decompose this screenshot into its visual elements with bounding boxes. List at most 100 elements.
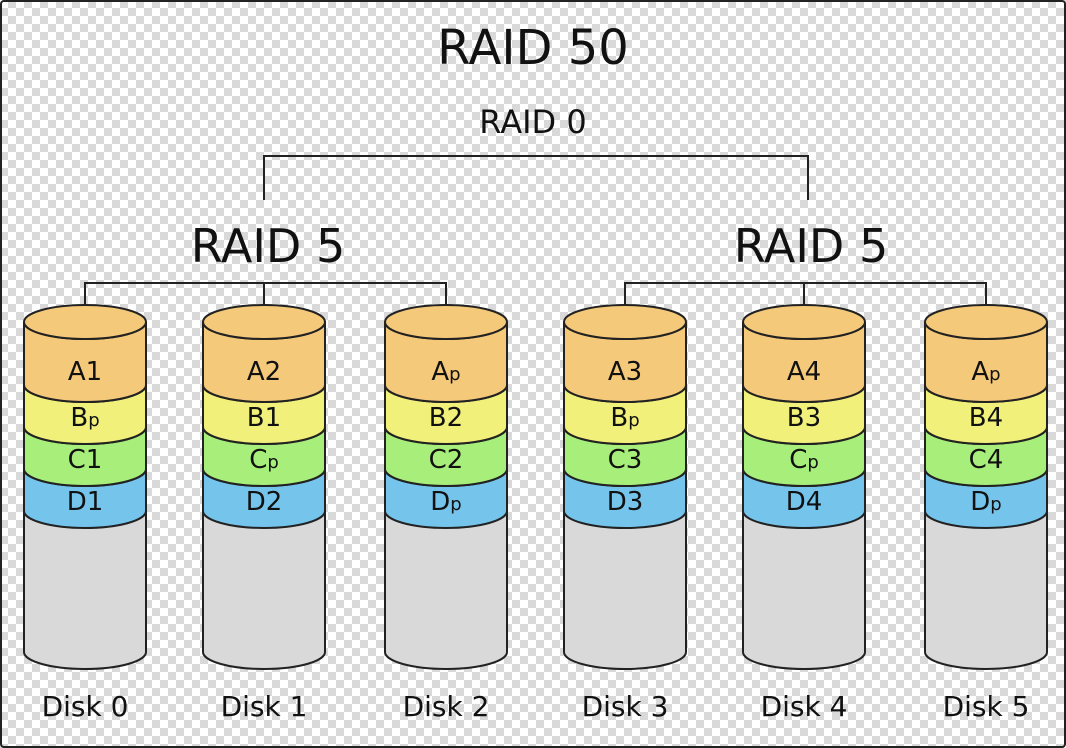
disk-empty-space [924, 511, 1048, 670]
raid0-connector-lines [84, 155, 987, 322]
parity-subscript: p [450, 494, 461, 515]
raid5-group-labels: RAID 5 RAID 5 [191, 219, 888, 273]
disk-label: Disk 1 [221, 690, 308, 723]
disk-top-cap [563, 304, 687, 340]
disk-empty-space [23, 511, 147, 670]
parity-subscript: p [449, 364, 460, 385]
stripe-letter: B [969, 403, 987, 433]
raid5-group-label: RAID 5 [734, 219, 888, 273]
stripe-block-label: C3 [608, 445, 643, 475]
stripe-index: 1 [86, 357, 103, 387]
stripe-letter: D [430, 487, 450, 517]
parity-subscript: p [990, 494, 1001, 515]
disk-top-cap [384, 304, 508, 340]
disk-label: Disk 0 [42, 690, 129, 723]
stripe-letter: B [247, 403, 265, 433]
stripe-letter: C [429, 445, 447, 475]
stripe-block-label: Ap [431, 357, 460, 387]
stripe-block-label: A2 [247, 357, 281, 387]
stripe-index: 2 [266, 487, 283, 517]
parity-subscript: p [267, 452, 278, 473]
parity-subscript: p [989, 364, 1000, 385]
stripe-block-label: D2 [246, 487, 283, 517]
stripe-letter: D [246, 487, 266, 517]
disk-top-cap [742, 304, 866, 340]
disk-label: Disk 3 [582, 690, 669, 723]
stripe-block-label: A1 [68, 357, 102, 387]
stripe-index: 3 [627, 487, 644, 517]
stripe-letter: C [969, 445, 987, 475]
disk-empty-space [563, 511, 687, 670]
stripe-letter: A [971, 357, 989, 387]
disk-top-cap [202, 304, 326, 340]
stripe-block-label: A3 [608, 357, 642, 387]
parity-subscript: p [628, 410, 639, 431]
stripe-letter: B [429, 403, 447, 433]
stripe-letter: D [970, 487, 990, 517]
stripe-letter: A [787, 357, 805, 387]
stripe-block-label: C2 [429, 445, 464, 475]
stripe-index: 1 [86, 445, 103, 475]
stripe-letter: B [70, 403, 88, 433]
stripe-index: 3 [626, 357, 643, 387]
stripe-letter: D [786, 487, 806, 517]
stripe-index: 2 [265, 357, 282, 387]
disk-label: Disk 4 [761, 690, 848, 723]
stripe-index: 3 [626, 445, 643, 475]
stripe-block-label: C1 [68, 445, 103, 475]
stripe-block-label: Bp [610, 403, 639, 433]
stripe-letter: A [68, 357, 86, 387]
raid0-bracket-line [263, 155, 809, 200]
stripe-block-label: D3 [607, 487, 644, 517]
stripe-block-label: D1 [67, 487, 104, 517]
stripe-letter: C [789, 445, 807, 475]
stripe-block-label: Bp [70, 403, 99, 433]
disk-label: Disk 5 [943, 690, 1030, 723]
stripe-index: 4 [805, 357, 822, 387]
raid5-right-bracket-line [624, 282, 987, 322]
disk-label: Disk 2 [403, 690, 490, 723]
disk-empty-space [742, 511, 866, 670]
stripe-block-label: Cp [249, 445, 279, 475]
stripe-index: 4 [987, 445, 1004, 475]
diagram-title: RAID 50 [437, 20, 629, 76]
raid0-label: RAID 0 [479, 103, 586, 141]
stripe-letter: B [610, 403, 628, 433]
stripe-letter: C [68, 445, 86, 475]
stripe-index: 2 [447, 445, 464, 475]
disk-empty-space [384, 511, 508, 670]
stripe-block-label: A4 [787, 357, 821, 387]
disk-empty-space [202, 511, 326, 670]
stripe-index: 1 [87, 487, 104, 517]
stripe-letter: B [787, 403, 805, 433]
stripe-letter: A [247, 357, 265, 387]
stripe-block-label: Ap [971, 357, 1000, 387]
stripe-letter: A [608, 357, 626, 387]
stripe-index: 4 [806, 487, 823, 517]
stripe-block-label: Dp [430, 487, 461, 517]
stripe-letter: A [431, 357, 449, 387]
raid5-left-bracket-line [84, 282, 447, 322]
stripe-block-label: B2 [429, 403, 463, 433]
stripe-index: 1 [265, 403, 282, 433]
stripe-letter: D [607, 487, 627, 517]
stripe-index: 2 [447, 403, 464, 433]
stripe-index: 4 [987, 403, 1004, 433]
raid5-group-label: RAID 5 [191, 219, 345, 273]
stripe-block-label: Cp [789, 445, 819, 475]
stripe-block-label: Dp [970, 487, 1001, 517]
stripe-block-label: D4 [786, 487, 823, 517]
stripe-block-label: B4 [969, 403, 1003, 433]
stripe-block-label: B3 [787, 403, 821, 433]
stripe-block-label: C4 [969, 445, 1004, 475]
stripe-index: 3 [805, 403, 822, 433]
stripe-block-label: B1 [247, 403, 281, 433]
disk-top-cap [924, 304, 1048, 340]
